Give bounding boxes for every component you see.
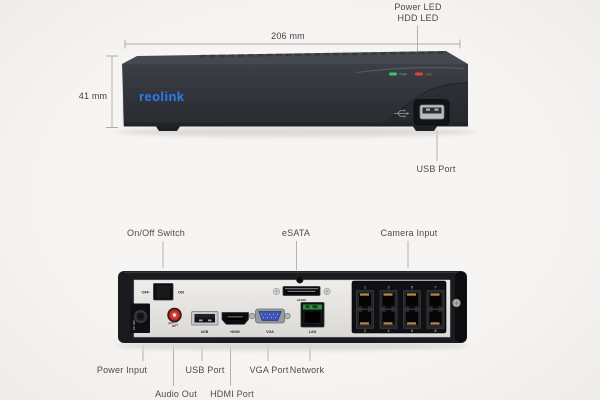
front-usb-port-label: USB Port (416, 164, 456, 174)
svg-text:7: 7 (435, 286, 437, 290)
hdd-led-label: HDD LED (397, 13, 439, 23)
hdd-led-text: HDD (426, 73, 434, 77)
onoff-switch-label: On/Off Switch (127, 228, 185, 238)
esata-port (272, 286, 331, 296)
front-shadow (116, 127, 476, 137)
camera-port-numbers-bottom: 2 4 6 8 (364, 329, 437, 333)
audio-out-jack-label: AUDIO OUT (168, 319, 179, 328)
camera-input-label: Camera Input (380, 228, 438, 238)
height-dimension-label: 41 mm (78, 91, 108, 101)
svg-text:8: 8 (435, 329, 437, 333)
vga-port (248, 308, 291, 324)
height-dimension-ticks (106, 55, 118, 128)
front-accent-line (356, 67, 465, 74)
esata-panel-label: eSATA (297, 298, 307, 302)
svg-text:4: 4 (388, 329, 390, 333)
esata-top-knob (296, 276, 304, 284)
back-usb-port (191, 311, 219, 326)
front-face (122, 64, 468, 127)
top-vents (199, 51, 446, 58)
front-foot-right (413, 126, 437, 131)
network-label: Network (289, 365, 325, 375)
back-shadow (114, 341, 470, 351)
audio-out-jack (167, 307, 182, 323)
svg-text:6: 6 (411, 329, 413, 333)
camera-port-numbers-top: 1 3 5 7 (364, 286, 437, 290)
svg-text:2: 2 (364, 329, 366, 333)
vga-port-label: VGA Port (249, 365, 289, 375)
svg-text:5: 5 (411, 286, 413, 290)
hdmi-panel-label: HDMI (230, 330, 239, 334)
svg-text:1: 1 (364, 286, 366, 290)
svg-text:OUT: OUT (171, 323, 178, 328)
hdd-led (415, 72, 423, 76)
switch-on-label: ON (178, 290, 184, 295)
back-case-right-side (455, 272, 467, 342)
audio-out-label: Audio Out (155, 389, 197, 399)
chassis-screw (452, 298, 461, 308)
lan-panel-label: LAN (309, 330, 317, 334)
camera-ports-row-top (356, 290, 445, 310)
hdmi-port (221, 312, 249, 325)
camera-ports-row-bottom (356, 309, 445, 329)
width-dimension-label: 206 mm (271, 31, 305, 41)
usb-icon (394, 109, 410, 118)
power-switch (153, 283, 174, 301)
usb-port-panel-label: USB (201, 330, 209, 334)
svg-text:AUDIO: AUDIO (168, 319, 179, 325)
power-led-label: Power LED (394, 2, 442, 12)
dc-input-label: DC 48V (132, 320, 136, 330)
power-led-text: PWR (400, 73, 408, 77)
power-input-label: Power Input (96, 365, 148, 375)
switch-off-label: OFF (142, 290, 151, 295)
power-led (389, 72, 397, 76)
hdmi-port-label: HDMI Port (210, 389, 254, 399)
vga-pins (261, 313, 278, 318)
lan-port (300, 302, 325, 328)
camera-input-block: 1 3 5 7 2 (351, 280, 447, 334)
esata-label: eSATA (281, 228, 311, 238)
nvr-back-view: OFF ON DC 48V AUDIO (114, 271, 470, 351)
back-usb-port-label: USB Port (185, 365, 225, 375)
front-usb-port (413, 99, 450, 126)
front-bottom-lip (124, 122, 468, 127)
width-dimension-ticks (124, 39, 461, 49)
front-top-face (122, 51, 468, 64)
svg-text:3: 3 (388, 286, 390, 290)
vga-panel-label: VGA (266, 330, 274, 334)
reolink-logo: reolink (139, 89, 185, 104)
front-foot-left (156, 126, 180, 131)
dc-power-input: DC 48V (130, 303, 150, 333)
nvr-front-view: PWR HDD reolink (116, 51, 476, 137)
